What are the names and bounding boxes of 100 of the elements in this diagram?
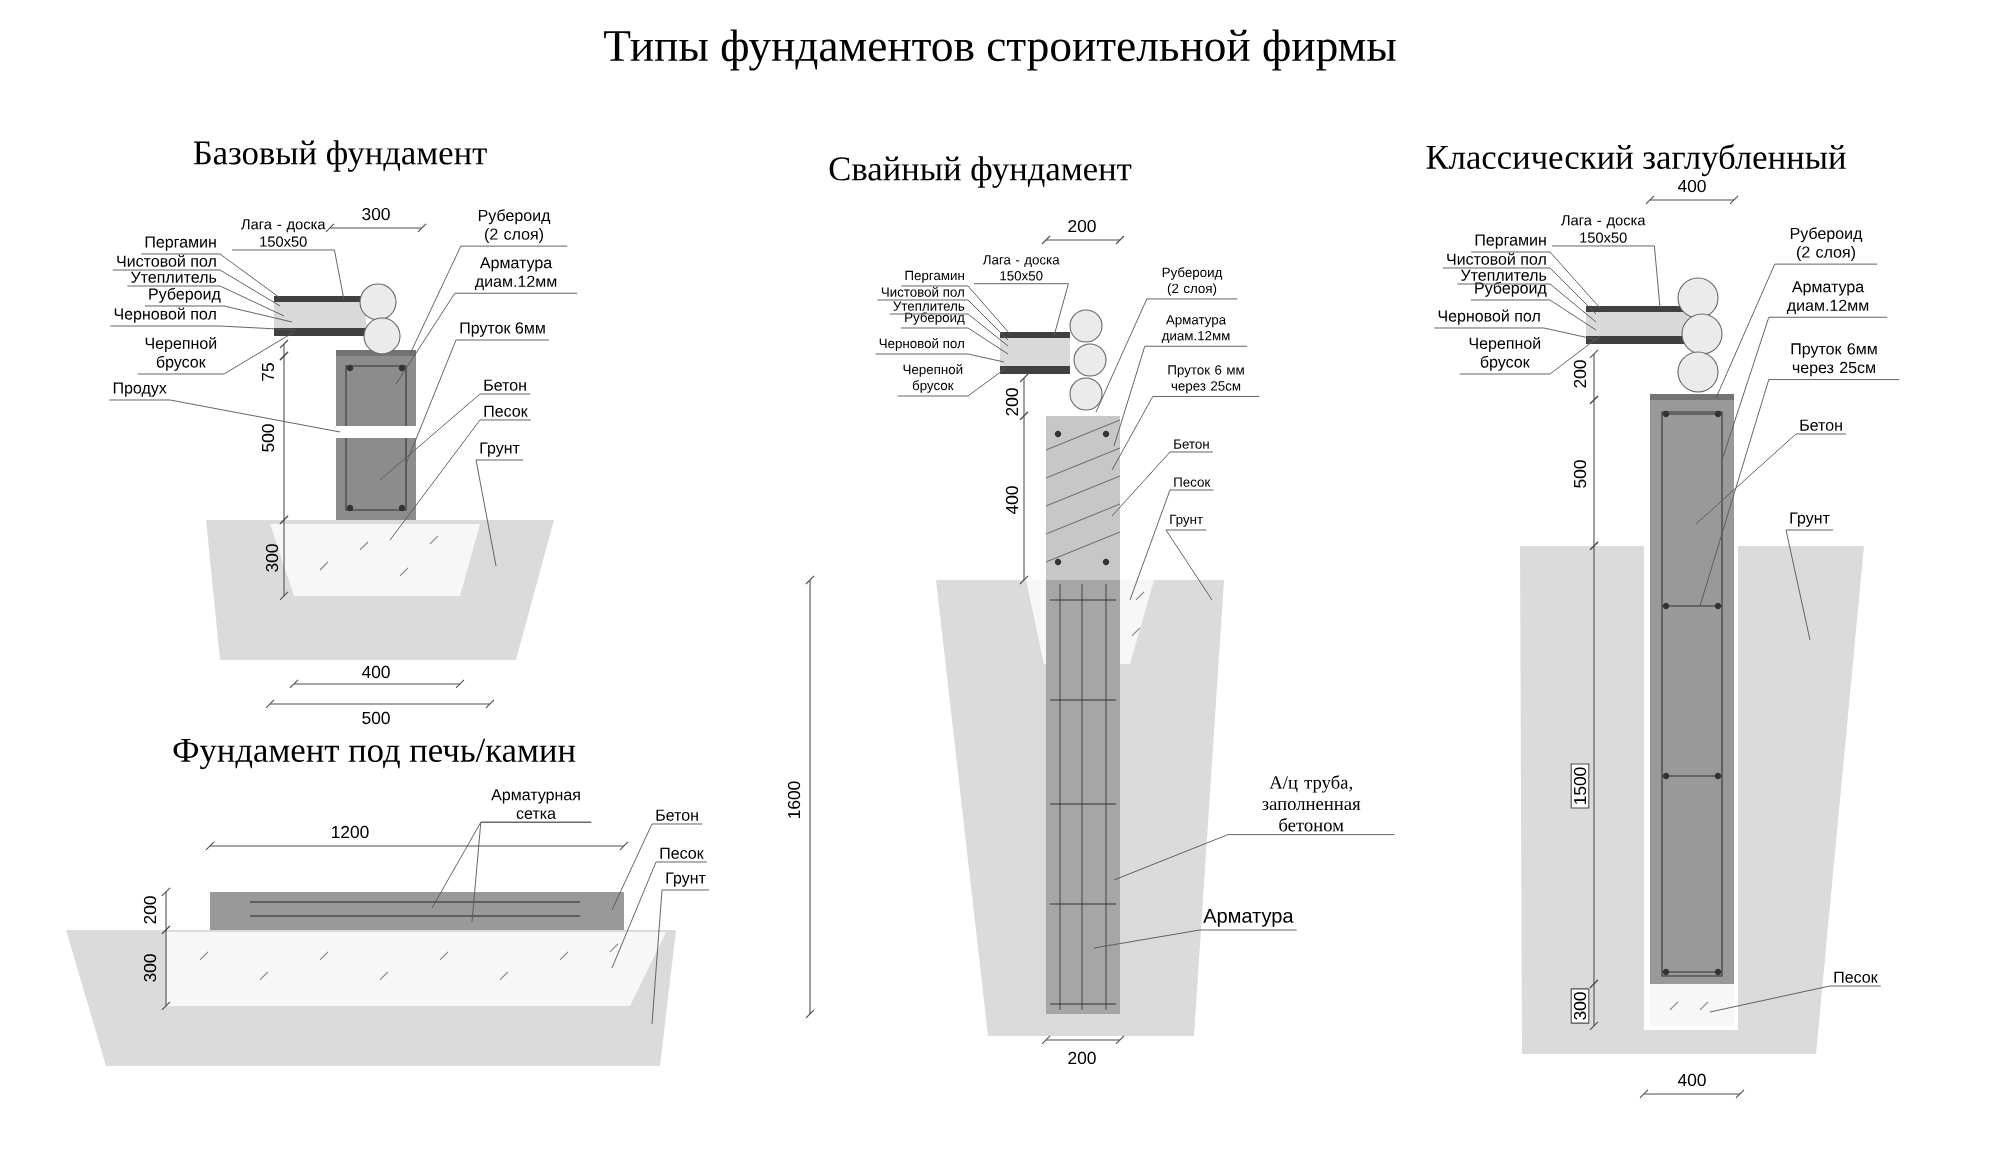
leader-line bbox=[900, 327, 1009, 355]
callout-label: Пергамин bbox=[145, 236, 216, 251]
callout-label: Пруток 6мм bbox=[460, 322, 545, 337]
callout-label: Рубероид bbox=[149, 287, 221, 303]
leader-line bbox=[1695, 433, 1847, 525]
leader-line bbox=[1442, 267, 1597, 315]
leader-line bbox=[379, 393, 531, 481]
callout-label: Черепной брусок bbox=[145, 336, 217, 371]
callout-label: Рубероид (2 слоя) bbox=[1790, 227, 1863, 261]
leader-line bbox=[409, 245, 568, 355]
leader-line bbox=[475, 459, 524, 567]
leader-line bbox=[1093, 929, 1298, 949]
leader-line bbox=[1433, 327, 1599, 341]
dimension-label: 1200 bbox=[332, 825, 369, 839]
dimension-label: 500 bbox=[362, 711, 390, 725]
callout-label: Арматура bbox=[1203, 908, 1294, 927]
callout-label: Грунт bbox=[480, 442, 520, 457]
callout-label: Грунт bbox=[666, 872, 706, 887]
section-heading: Свайный фундамент bbox=[829, 156, 1132, 188]
dimension-label: 400 bbox=[362, 665, 390, 679]
dimension-label: 400 bbox=[1677, 179, 1706, 193]
callout-label: Черновой пол bbox=[114, 307, 216, 323]
leader-line bbox=[611, 823, 703, 911]
leader-line bbox=[1470, 299, 1597, 331]
leader-line bbox=[897, 367, 1007, 397]
callout-label: Пруток 6мм через 25см bbox=[1791, 343, 1877, 377]
callout-label: Продух bbox=[113, 382, 167, 397]
leader-line bbox=[1456, 283, 1597, 323]
leader-line bbox=[137, 331, 295, 375]
callout-label: Чистовой пол bbox=[1447, 252, 1546, 265]
leader-line bbox=[1113, 834, 1395, 881]
leader-line bbox=[405, 339, 550, 465]
dimension-label: 400 bbox=[1005, 486, 1019, 515]
dimension-label: 200 bbox=[143, 896, 157, 924]
callout-label: Песок bbox=[660, 847, 704, 859]
dimension-label: 1500 bbox=[1570, 763, 1590, 809]
callout-label: Арматурная сетка bbox=[491, 789, 580, 820]
dimension-label: 300 bbox=[265, 544, 279, 572]
sand-layer bbox=[166, 932, 666, 1006]
leader-line bbox=[1165, 529, 1213, 601]
callout-label: Утеплитель bbox=[130, 271, 217, 283]
leader-line bbox=[1709, 985, 1882, 1013]
leader-line bbox=[389, 419, 532, 541]
dimension-label: 200 bbox=[1573, 360, 1587, 388]
callout-label: Пергамин bbox=[1475, 234, 1546, 249]
callout-label: Песок bbox=[484, 405, 528, 417]
leader-line bbox=[126, 285, 285, 317]
leader-line bbox=[900, 285, 1011, 335]
leader-line bbox=[651, 889, 710, 1025]
callout-label: Рубероид bbox=[1475, 281, 1547, 297]
callout-label: Бетон bbox=[1800, 419, 1842, 431]
leader-line bbox=[1111, 451, 1214, 517]
leader-line bbox=[231, 249, 345, 301]
callout-label: Рубероид (2 слоя) bbox=[478, 209, 551, 243]
callout-label: Черновой пол bbox=[1438, 309, 1540, 325]
callout-label: Песок bbox=[1834, 971, 1878, 983]
concrete-slab bbox=[210, 892, 624, 930]
callout-label: Утеплитель bbox=[1460, 269, 1547, 281]
dimension-label: 300 bbox=[362, 207, 390, 221]
leader-line bbox=[973, 283, 1069, 337]
dimension-label: 200 bbox=[1068, 1051, 1096, 1065]
callout-label: Грунт bbox=[1790, 512, 1830, 527]
dimension-label: 200 bbox=[1068, 219, 1096, 233]
leader-line bbox=[1095, 298, 1238, 413]
dimension-label: 200 bbox=[1005, 388, 1019, 416]
leader-line bbox=[140, 253, 281, 299]
callout-label: Черепной брусок bbox=[1469, 336, 1541, 371]
callout-label: Чистовой пол bbox=[117, 254, 216, 267]
leader-line bbox=[112, 269, 281, 307]
leader-line bbox=[144, 305, 293, 323]
callout-label: Бетон bbox=[484, 379, 526, 391]
dimension-label: 75 bbox=[262, 363, 275, 381]
callout-label: А/ц труба, заполненная бетоном bbox=[1262, 775, 1361, 832]
leader-line bbox=[877, 299, 1009, 341]
leader-line bbox=[1111, 396, 1260, 471]
leader-line bbox=[611, 861, 708, 969]
dimension-label: 500 bbox=[261, 424, 275, 452]
leader-line bbox=[1470, 251, 1601, 309]
leader-line bbox=[1715, 263, 1878, 399]
dimension-label: 1600 bbox=[787, 781, 801, 818]
dimension-label: 300 bbox=[1570, 988, 1590, 1024]
title: Типы фундаментов строительной фирмы bbox=[604, 29, 1396, 71]
leader-line bbox=[1459, 335, 1601, 375]
leader-line bbox=[1551, 245, 1661, 309]
callout-label: Бетон bbox=[656, 809, 698, 821]
leader-line bbox=[109, 325, 297, 331]
leader-line bbox=[1113, 345, 1248, 447]
leader-line bbox=[1699, 379, 1900, 607]
callout-label: Арматура диам.12мм bbox=[1786, 281, 1869, 315]
section-heading: Классический заглубленный bbox=[1426, 143, 1846, 177]
section-heading: Базовый фундамент bbox=[193, 140, 487, 172]
leader-line bbox=[1721, 316, 1888, 461]
leader-line bbox=[1785, 529, 1834, 641]
callout-label: Арматура диам.12мм bbox=[475, 257, 557, 291]
dimension-label: 400 bbox=[1677, 1073, 1706, 1087]
leader-line bbox=[471, 821, 592, 923]
dimension-label: 500 bbox=[1573, 460, 1587, 488]
leader-line bbox=[875, 353, 1005, 363]
leader-line bbox=[889, 313, 1009, 347]
section-heading: Фундамент под печь/камин bbox=[173, 738, 576, 770]
